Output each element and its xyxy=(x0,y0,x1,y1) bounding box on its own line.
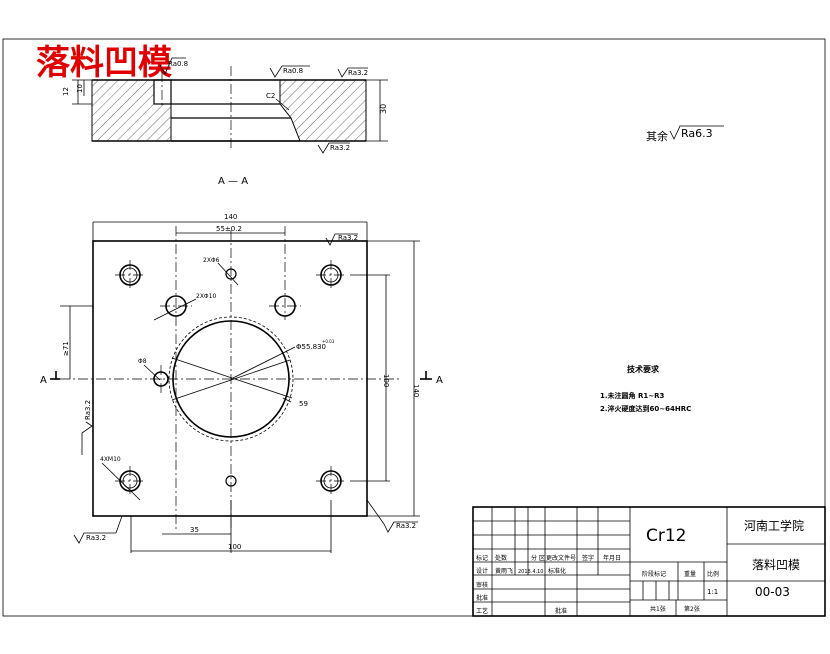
svg-text:100: 100 xyxy=(382,374,390,387)
svg-text:Φ8: Φ8 xyxy=(138,358,147,365)
svg-text:技术要求: 技术要求 xyxy=(627,364,660,374)
svg-text:设计: 设计 xyxy=(476,567,488,575)
section-hatch-left xyxy=(91,79,172,142)
svg-text:2018.4.10: 2018.4.10 xyxy=(518,569,543,575)
plate-outline xyxy=(92,240,368,517)
svg-text:1.未注圆角 R1~R3: 1.未注圆角 R1~R3 xyxy=(600,391,664,400)
svg-text:比例: 比例 xyxy=(707,570,719,578)
svg-text:2XΦ10: 2XΦ10 xyxy=(196,293,216,300)
svg-text:Φ55.830: Φ55.830 xyxy=(296,343,326,351)
svg-text:100: 100 xyxy=(228,543,241,551)
section-view: 12 10 30 Ra0.8 Ra0.8 Ra3.2 C2 Ra3.2 A — … xyxy=(62,57,388,187)
svg-text:重量: 重量 xyxy=(684,570,696,578)
svg-text:55±0.2: 55±0.2 xyxy=(216,225,242,233)
svg-text:≥71: ≥71 xyxy=(62,341,70,356)
svg-text:+0.03: +0.03 xyxy=(322,339,335,344)
svg-text:2XΦ6: 2XΦ6 xyxy=(203,257,220,264)
svg-text:更改文件号: 更改文件号 xyxy=(546,554,576,562)
svg-text:2.淬火硬度达到60~64HRC: 2.淬火硬度达到60~64HRC xyxy=(600,404,691,413)
svg-text:Ra3.2: Ra3.2 xyxy=(348,69,368,77)
svg-text:12: 12 xyxy=(62,87,70,96)
svg-text:审核: 审核 xyxy=(476,581,488,589)
svg-text:1:1: 1:1 xyxy=(707,588,718,596)
svg-text:批准: 批准 xyxy=(555,607,567,615)
svg-text:共1张: 共1张 xyxy=(650,605,666,613)
svg-text:阶段标记: 阶段标记 xyxy=(642,570,666,578)
svg-text:分 区: 分 区 xyxy=(531,554,545,562)
svg-text:Ra3.2: Ra3.2 xyxy=(86,534,106,542)
svg-text:其余: 其余 xyxy=(646,129,668,143)
section-hatch-right xyxy=(279,79,367,142)
tech-requirements: 技术要求 1.未注圆角 R1~R3 2.淬火硬度达到60~64HRC xyxy=(600,364,691,413)
svg-text:140: 140 xyxy=(412,384,420,397)
svg-text:Ra3.2: Ra3.2 xyxy=(84,400,92,420)
svg-text:Ra3.2: Ra3.2 xyxy=(396,522,416,530)
surface-note: 其余 Ra6.3 xyxy=(646,125,724,143)
svg-text:C2: C2 xyxy=(266,92,275,100)
drawing-border xyxy=(2,38,826,617)
svg-text:35: 35 xyxy=(190,526,199,534)
svg-text:批准: 批准 xyxy=(476,594,488,602)
svg-text:59: 59 xyxy=(299,400,308,408)
svg-text:Ra0.8: Ra0.8 xyxy=(283,67,303,75)
plan-view: 140 55±0.2 Ra3.2 2XΦ6 2XΦ10 Φ8 Φ55.830 +… xyxy=(40,213,443,553)
svg-text:Ra3.2: Ra3.2 xyxy=(330,144,350,152)
svg-text:签字: 签字 xyxy=(582,554,594,562)
title-block: Cr12 河南工学院 落料凹模 00-03 标记 处数 分 区 更改文件号 签字… xyxy=(472,506,826,617)
svg-text:A: A xyxy=(40,375,47,386)
section-label: A — A xyxy=(218,176,248,187)
school-name: 河南工学院 xyxy=(744,518,804,533)
corner-holes xyxy=(115,260,346,496)
part-name: 落料凹模 xyxy=(752,558,800,572)
svg-text:10: 10 xyxy=(76,84,84,93)
part-title: 落料凹模 xyxy=(36,43,172,83)
svg-text:Ra3.2: Ra3.2 xyxy=(338,234,358,242)
svg-text:Ra0.8: Ra0.8 xyxy=(168,60,188,68)
svg-text:140: 140 xyxy=(224,213,237,221)
svg-text:Ra6.3: Ra6.3 xyxy=(681,127,713,140)
svg-text:处数: 处数 xyxy=(495,554,507,562)
bore-outer xyxy=(168,316,294,442)
svg-text:黄雨飞: 黄雨飞 xyxy=(495,567,513,575)
drawing-number: 00-03 xyxy=(755,585,790,599)
svg-text:标记: 标记 xyxy=(476,554,488,562)
svg-text:30: 30 xyxy=(379,104,388,114)
svg-text:标准化: 标准化 xyxy=(548,567,566,575)
svg-text:4XM10: 4XM10 xyxy=(100,456,121,463)
svg-text:工艺: 工艺 xyxy=(476,607,488,615)
bore-inner xyxy=(172,320,290,438)
material: Cr12 xyxy=(646,526,687,546)
svg-text:A: A xyxy=(436,375,443,386)
svg-text:第2张: 第2张 xyxy=(684,605,700,613)
svg-text:年月日: 年月日 xyxy=(603,554,621,562)
